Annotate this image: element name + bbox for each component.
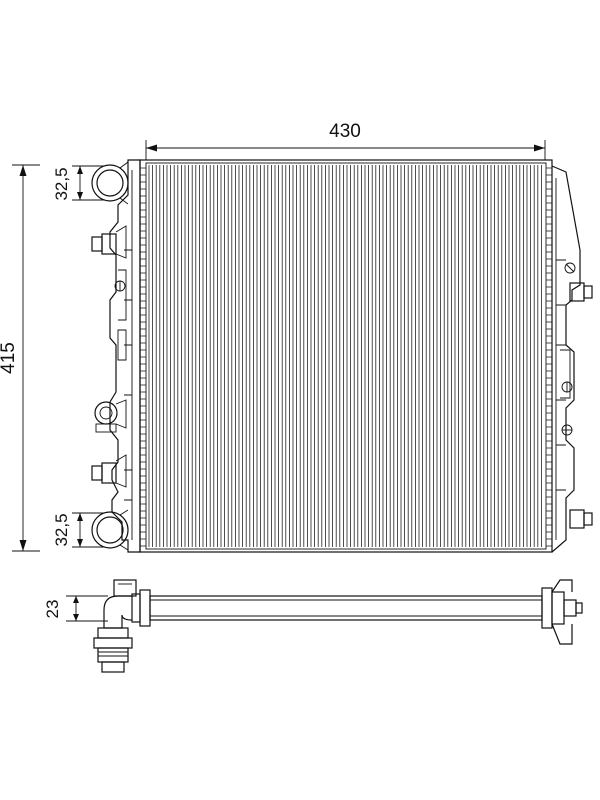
left-mounting-pin-lower <box>91 454 127 488</box>
right-mounting-pin-upper <box>569 282 593 302</box>
top-port-dimension: 32,5 <box>52 165 104 201</box>
left-tank <box>109 159 141 553</box>
radiator-core <box>139 159 553 553</box>
height-dimension-label: 415 <box>0 342 19 374</box>
bottom-port-dimension-label: 32,5 <box>52 513 71 546</box>
depth-dimension: 23 <box>43 595 108 622</box>
width-dimension: 430 <box>145 121 546 160</box>
left-mounting-pin-upper <box>91 225 127 259</box>
top-port-dimension-label: 32,5 <box>52 167 71 200</box>
top-inlet-port <box>91 161 129 205</box>
left-drain-fitting <box>94 399 127 433</box>
depth-dimension-label: 23 <box>43 600 62 619</box>
right-tank <box>551 165 581 553</box>
right-mounting-pin-lower <box>569 509 593 529</box>
bottom-port-dimension: 32,5 <box>52 512 104 548</box>
right-sensor-fitting-top <box>564 262 576 274</box>
core-fins <box>148 165 542 547</box>
height-dimension: 415 <box>0 164 40 552</box>
right-sensor-fitting-low <box>561 424 573 436</box>
right-sensor-fitting-mid <box>561 381 573 393</box>
side-view <box>93 579 583 673</box>
width-dimension-label: 430 <box>329 121 361 142</box>
left-sensor-fitting <box>114 280 126 292</box>
bottom-outlet-port <box>91 509 129 551</box>
core-edge-notches <box>140 167 552 547</box>
